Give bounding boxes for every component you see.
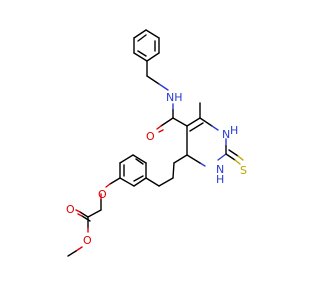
chemical-structure: NH O H N N H S O O O <box>66 29 247 257</box>
benzyl-ch2 <box>146 60 169 91</box>
ring-n-bottom-label: N <box>216 163 224 176</box>
amide-group <box>156 103 174 133</box>
amide-o-label: O <box>146 130 155 143</box>
carbonyl-o-label: O <box>66 203 75 216</box>
phenylene-ring <box>119 154 188 187</box>
thione-s-label: S <box>240 164 247 177</box>
ether-o-label: O <box>98 188 107 201</box>
ring-nh-top-h-label: H <box>230 124 238 137</box>
ring-n-top-label: N <box>222 128 230 141</box>
ester-chain <box>67 177 121 257</box>
benzyl-ring <box>133 29 160 62</box>
molecule-canvas: NH O H N N H S O O O <box>66 29 247 257</box>
pyrimidine-ring <box>172 102 244 167</box>
ring-nh-bottom-h-label: H <box>216 173 224 186</box>
amide-nh-label: NH <box>166 91 183 104</box>
ester-o-label: O <box>83 234 92 247</box>
